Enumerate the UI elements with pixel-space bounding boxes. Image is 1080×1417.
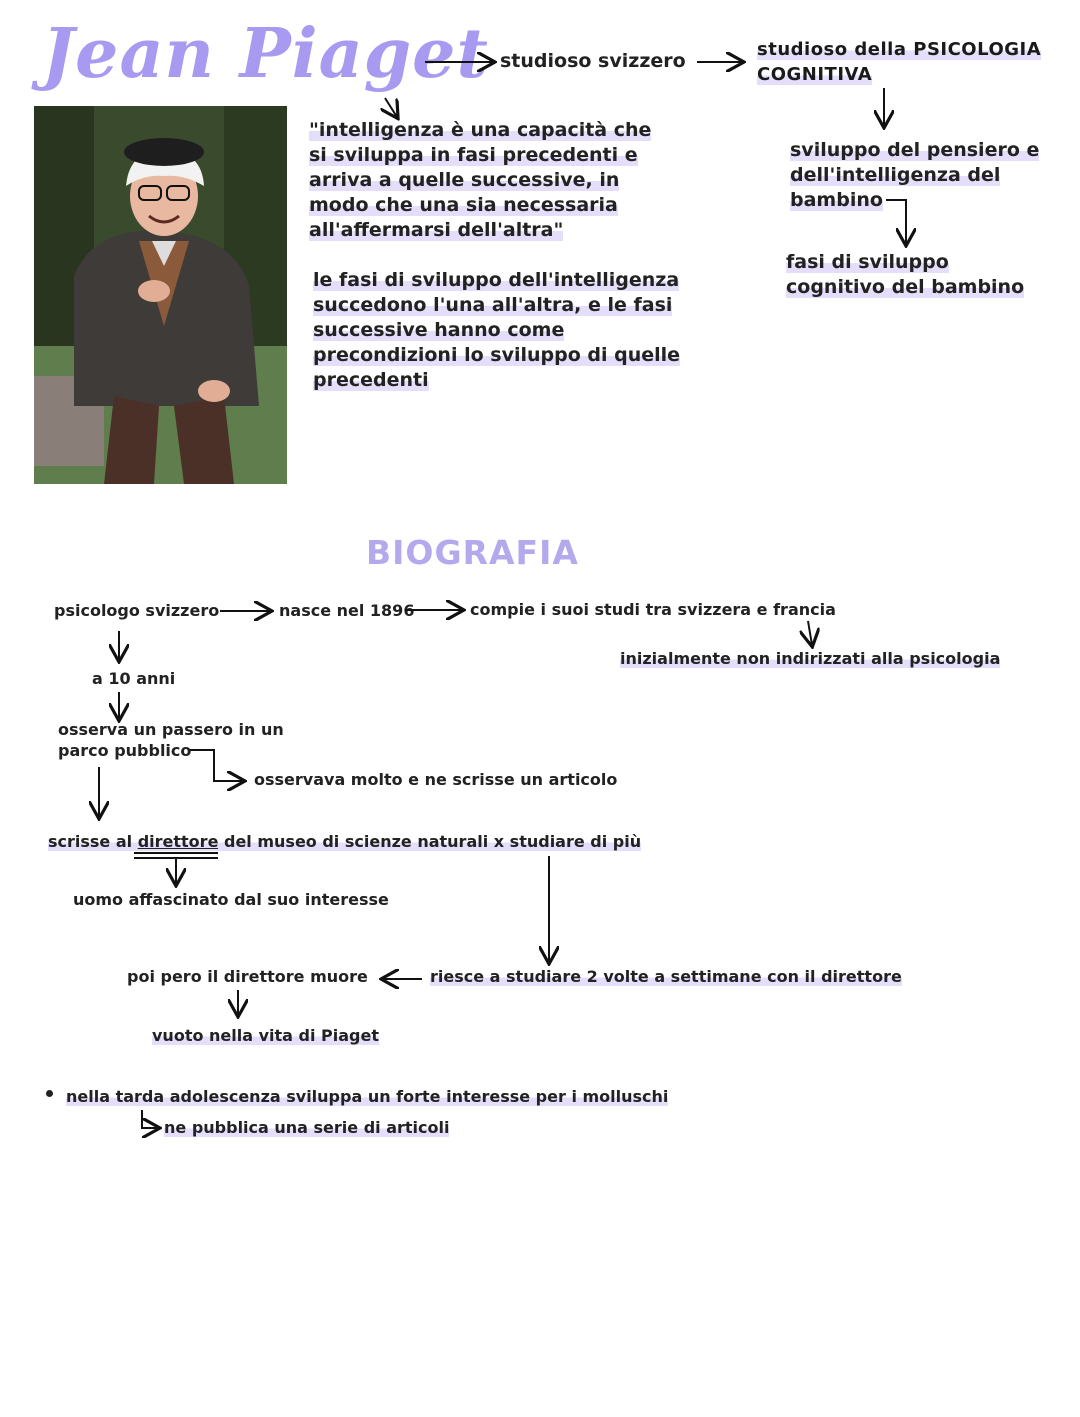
fasi-line-2: cognitivo del bambino [786, 276, 1025, 298]
sviluppo-line-1: sviluppo del pensiero e [790, 139, 1040, 161]
bio-muore: poi pero il direttore muore [127, 967, 368, 986]
portrait-illustration [34, 106, 287, 484]
bio-studi: compie i suoi studi tra svizzera e franc… [470, 600, 836, 619]
bio-nasce: nasce nel 1896 [279, 601, 415, 620]
bio-inizialmente: inizialmente non indirizzati alla psicol… [620, 648, 1001, 670]
bio-passero: osserva un passero in un parco pubblico [58, 719, 284, 761]
bio-articoli: ne pubblica una serie di articoli [164, 1117, 450, 1139]
paragraph-fasi: le fasi di sviluppo dell'intelligenza su… [313, 268, 681, 393]
quote-line-3: arriva a quelle successive, in [309, 169, 620, 191]
scrisse-pre: scrisse al [48, 832, 138, 851]
section-heading-biografia: BIOGRAFIA [366, 533, 579, 572]
bio-molluschi-text: nella tarda adolescenza sviluppa un fort… [66, 1087, 669, 1106]
fasi-line-1: fasi di sviluppo [786, 251, 949, 273]
passero-line-2: parco pubblico [58, 741, 192, 760]
page-title: Jean Piaget [42, 14, 489, 94]
quote-line-2: si sviluppa in fasi precedenti e [309, 144, 638, 166]
bio-vuoto: vuoto nella vita di Piaget [152, 1025, 379, 1047]
arrow-studi-inizialmente [808, 620, 812, 645]
bio-riesce: riesce a studiare 2 volte a settimane co… [430, 966, 902, 988]
scrisse-post: del museo di scienze naturali x studiare… [218, 832, 642, 851]
arrow-passero-articolo [190, 749, 243, 781]
label-psicologia-cognitiva: studioso della PSICOLOGIA COGNITIVA [757, 37, 1042, 87]
bio-articolo: osservava molto e ne scrisse un articolo [254, 770, 618, 789]
sviluppo-line-2: dell'intelligenza del [790, 164, 1001, 186]
bio-vuoto-text: vuoto nella vita di Piaget [152, 1026, 379, 1045]
passero-line-1: osserva un passero in un [58, 720, 284, 739]
bio-articoli-text: ne pubblica una serie di articoli [164, 1118, 450, 1137]
bio-molluschi: nella tarda adolescenza sviluppa un fort… [66, 1086, 669, 1108]
quote-intelligenza: "intelligenza è una capacità che si svil… [309, 118, 652, 243]
bio-scrisse: scrisse al direttore del museo di scienz… [48, 831, 642, 853]
quote-line-4: modo che una sia necessaria [309, 194, 618, 216]
quote-line-1: "intelligenza è una capacità che [309, 119, 652, 141]
bio-uomo: uomo affascinato dal suo interesse [73, 890, 389, 909]
label-fasi-sviluppo: fasi di sviluppo cognitivo del bambino [786, 250, 1025, 300]
psicologia-line-2: COGNITIVA [757, 64, 873, 85]
sviluppo-line-3: bambino [790, 189, 883, 211]
phases-line-4: precondizioni lo sviluppo di quelle [313, 344, 681, 366]
phases-line-2: succedono l'una all'altra, e le fasi [313, 294, 673, 316]
bio-riesce-text: riesce a studiare 2 volte a settimane co… [430, 967, 902, 986]
arrow-title-quote [385, 97, 397, 117]
arrow-molluschi-articoli [141, 1110, 158, 1128]
psicologia-line-1: studioso della PSICOLOGIA [757, 39, 1042, 60]
bio-psicologo: psicologo svizzero [54, 601, 220, 620]
phases-line-1: le fasi di sviluppo dell'intelligenza [313, 269, 680, 291]
portrait-photo [34, 106, 287, 484]
phases-line-3: successive hanno come [313, 319, 565, 341]
bio-inizialmente-text: inizialmente non indirizzati alla psicol… [620, 649, 1001, 668]
phases-line-5: precedenti [313, 369, 429, 391]
scrisse-direttore: direttore [137, 832, 219, 851]
quote-line-5: all'affermarsi dell'altra" [309, 219, 564, 241]
label-studioso-svizzero: studioso svizzero [500, 50, 686, 72]
arrow-sviluppo-fasi [886, 199, 906, 244]
bio-dieci-anni: a 10 anni [92, 669, 176, 688]
label-sviluppo-pensiero: sviluppo del pensiero e dell'intelligenz… [790, 138, 1040, 213]
bullet-icon [46, 1090, 53, 1097]
